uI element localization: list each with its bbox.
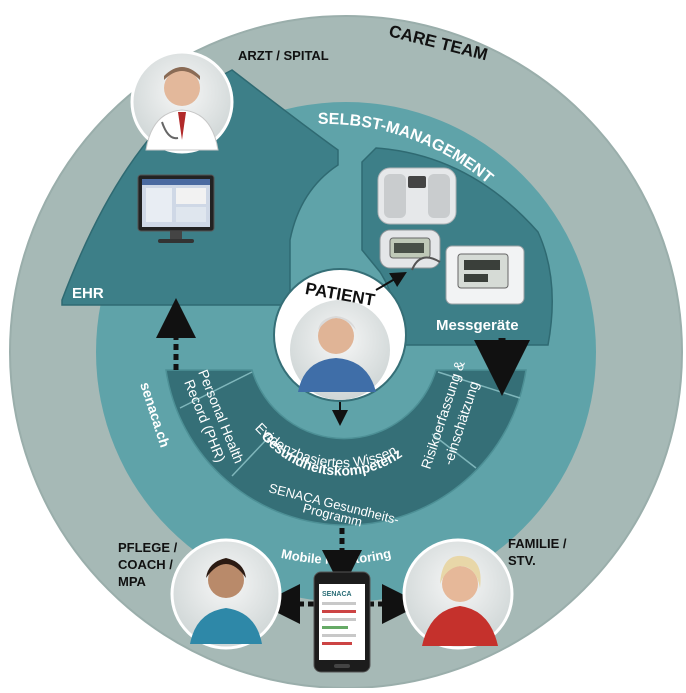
patient-photo: [273, 268, 407, 402]
arzt-spital-label: ARZT / SPITAL: [238, 48, 329, 63]
blood-pressure-monitor-icon: [411, 245, 525, 305]
pflege-label-line2: COACH /: [118, 557, 173, 572]
phone-brand: SENACA: [322, 591, 352, 598]
arrow-patient-to-devices: [375, 271, 407, 291]
nurse-photo: [170, 538, 282, 650]
band-divider: [431, 433, 477, 469]
pflege-label-line3: MPA: [118, 574, 147, 589]
services-band: [165, 369, 527, 526]
ehr-label: EHR: [72, 285, 104, 302]
pflege-label-line1: PFLEGE /: [118, 540, 178, 555]
computer-monitor-icon: [137, 174, 215, 243]
pedometer-icon: [379, 229, 441, 269]
doctor-photo: [130, 50, 234, 154]
smartphone-icon[interactable]: SENACA: [313, 571, 371, 673]
familie-label-line2: STV.: [508, 553, 536, 568]
messgeraete-label: Messgeräte: [436, 317, 519, 334]
band-divider: [231, 439, 267, 477]
body-scale-icon: [377, 167, 457, 225]
band-divider: [179, 371, 253, 409]
family-photo: [402, 538, 514, 650]
familie-label-line1: FAMILIE /: [508, 536, 567, 551]
